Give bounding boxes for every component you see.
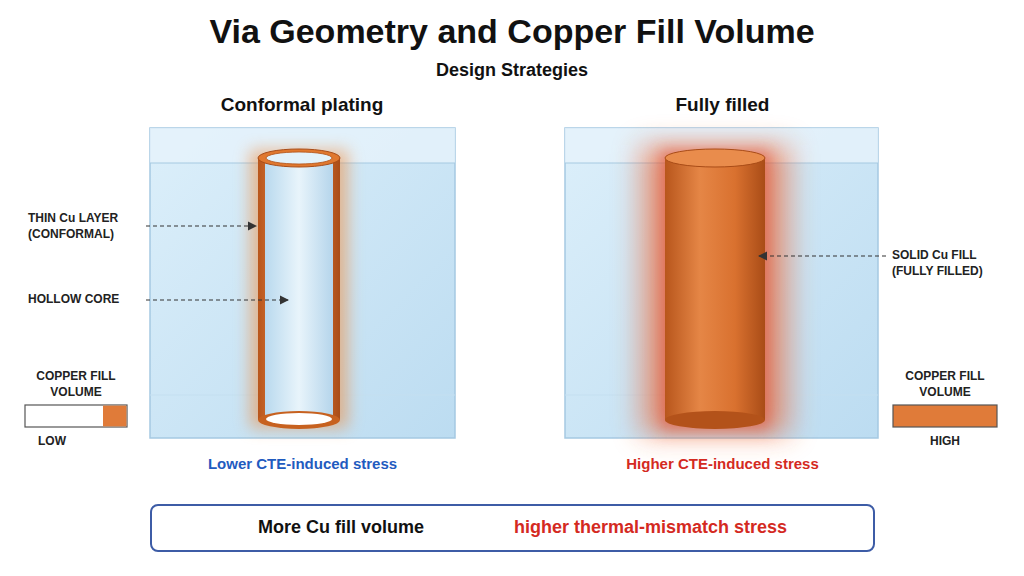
subtitle: Design Strategies <box>0 60 1024 82</box>
substrate-block <box>150 128 455 438</box>
bar-value: HIGH <box>895 434 995 448</box>
column-heading: Conformal plating <box>152 94 452 117</box>
bar-label: COPPER FILL VOLUME <box>891 369 999 400</box>
stress-note: Lower CTE-induced stress <box>130 455 475 473</box>
stress-note: Higher CTE-induced stress <box>545 455 900 473</box>
leader-line <box>146 226 886 300</box>
filled-via <box>640 145 790 435</box>
bar-label: COPPER FILL VOLUME <box>22 369 130 400</box>
bar-value: LOW <box>22 434 82 448</box>
callout-label: SOLID Cu FILL (FULLY FILLED) <box>892 248 1010 279</box>
summary-effect: higher thermal-mismatch stress <box>514 517 787 539</box>
fill-volume-bar <box>893 405 997 427</box>
column-heading: Fully filled <box>570 94 875 117</box>
fill-volume-bar <box>25 405 127 427</box>
substrate-block <box>565 128 878 438</box>
summary-box: More Cu fill volume higher thermal-mismat… <box>150 504 875 552</box>
callout-label: HOLLOW CORE <box>28 292 143 308</box>
summary-cause: More Cu fill volume <box>258 517 424 539</box>
conformal-via <box>250 149 348 429</box>
title: Via Geometry and Copper Fill Volume <box>0 12 1024 51</box>
callout-label: THIN Cu LAYER (CONFORMAL) <box>28 211 140 242</box>
